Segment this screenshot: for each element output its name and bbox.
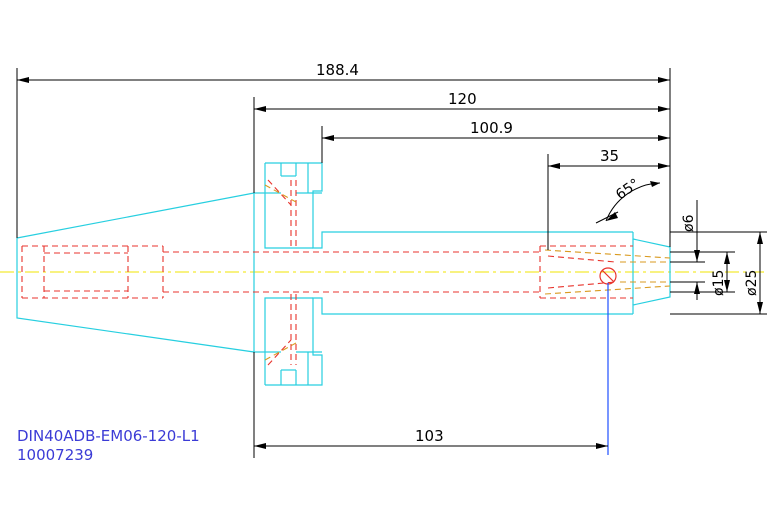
dim-dia-mid: ø15	[711, 270, 727, 296]
dim-dia-large: ø25	[744, 270, 760, 296]
dimensions: 188.4 120 100.9 35 65° ø6	[16, 61, 767, 458]
dim-shank-length: 100.9	[470, 119, 513, 137]
flange-upper	[265, 162, 633, 249]
nose-end	[632, 232, 671, 314]
flange-lower	[265, 297, 633, 386]
dim-flange-to-screw: 103	[415, 427, 444, 445]
tool-body-outline	[16, 162, 671, 386]
part-number: 10007239	[17, 446, 93, 464]
dim-dia-small: ø6	[681, 214, 697, 232]
dim-overall-length: 188.4	[316, 61, 359, 79]
dim-collet-depth: 35	[600, 147, 619, 165]
part-name: DIN40ADB-EM06-120-L1	[17, 427, 200, 445]
dim-flange-to-end: 120	[448, 90, 477, 108]
title-block: DIN40ADB-EM06-120-L1 10007239	[17, 427, 200, 464]
hidden-lines	[21, 179, 633, 366]
dim-taper-angle: 65°	[613, 176, 643, 203]
